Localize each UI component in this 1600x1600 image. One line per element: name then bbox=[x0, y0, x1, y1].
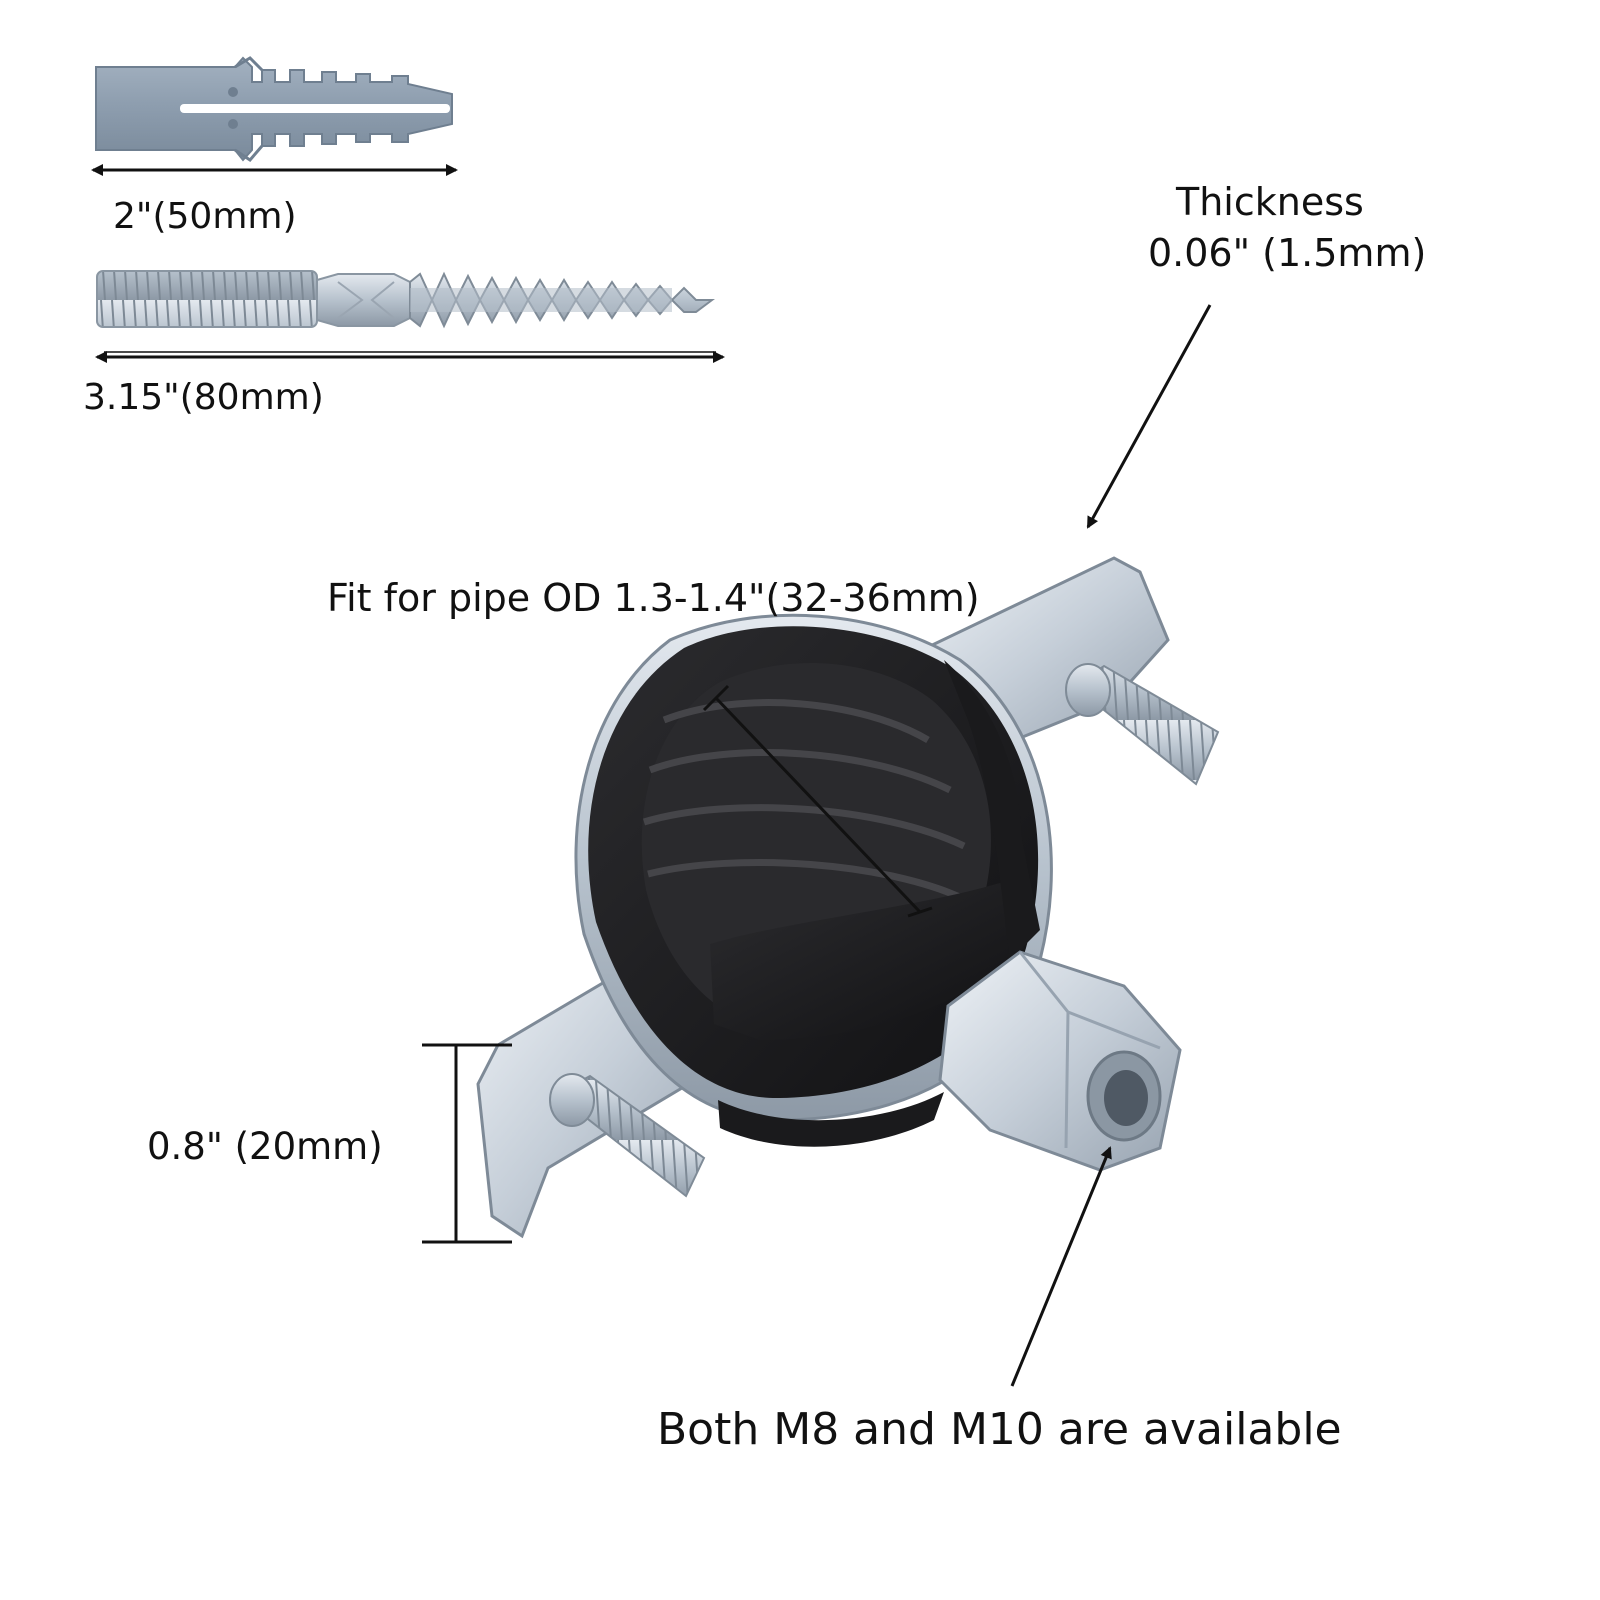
thickness-title-label: Thickness bbox=[1176, 180, 1364, 224]
pipe-od-line-cap-top bbox=[702, 684, 730, 712]
thickness-callout-arrow bbox=[1086, 304, 1212, 529]
thread-callout-arrow bbox=[1010, 1146, 1112, 1387]
wall-plug-anchor-icon bbox=[95, 56, 453, 162]
bracket-height-label: 0.8" (20mm) bbox=[147, 1125, 383, 1168]
anchor-length-label: 2"(50mm) bbox=[113, 196, 297, 237]
screw-length-label: 3.15"(80mm) bbox=[83, 377, 324, 418]
pipe-od-label: Fit for pipe OD 1.3-1.4"(32-36mm) bbox=[327, 576, 980, 620]
pipe-od-diameter-line bbox=[714, 696, 922, 914]
hanger-bolt-icon bbox=[96, 270, 715, 329]
mounting-bolt-top-icon bbox=[1065, 663, 1220, 786]
pipe-clamp-icon bbox=[476, 556, 1170, 1239]
pipe-od-line-cap-bottom bbox=[907, 906, 933, 918]
thickness-value-label: 0.06" (1.5mm) bbox=[1148, 231, 1427, 275]
thread-sizes-label: Both M8 and M10 are available bbox=[657, 1404, 1342, 1455]
hex-nut-icon bbox=[938, 950, 1182, 1172]
mounting-bolt-bottom-icon bbox=[549, 1073, 706, 1198]
